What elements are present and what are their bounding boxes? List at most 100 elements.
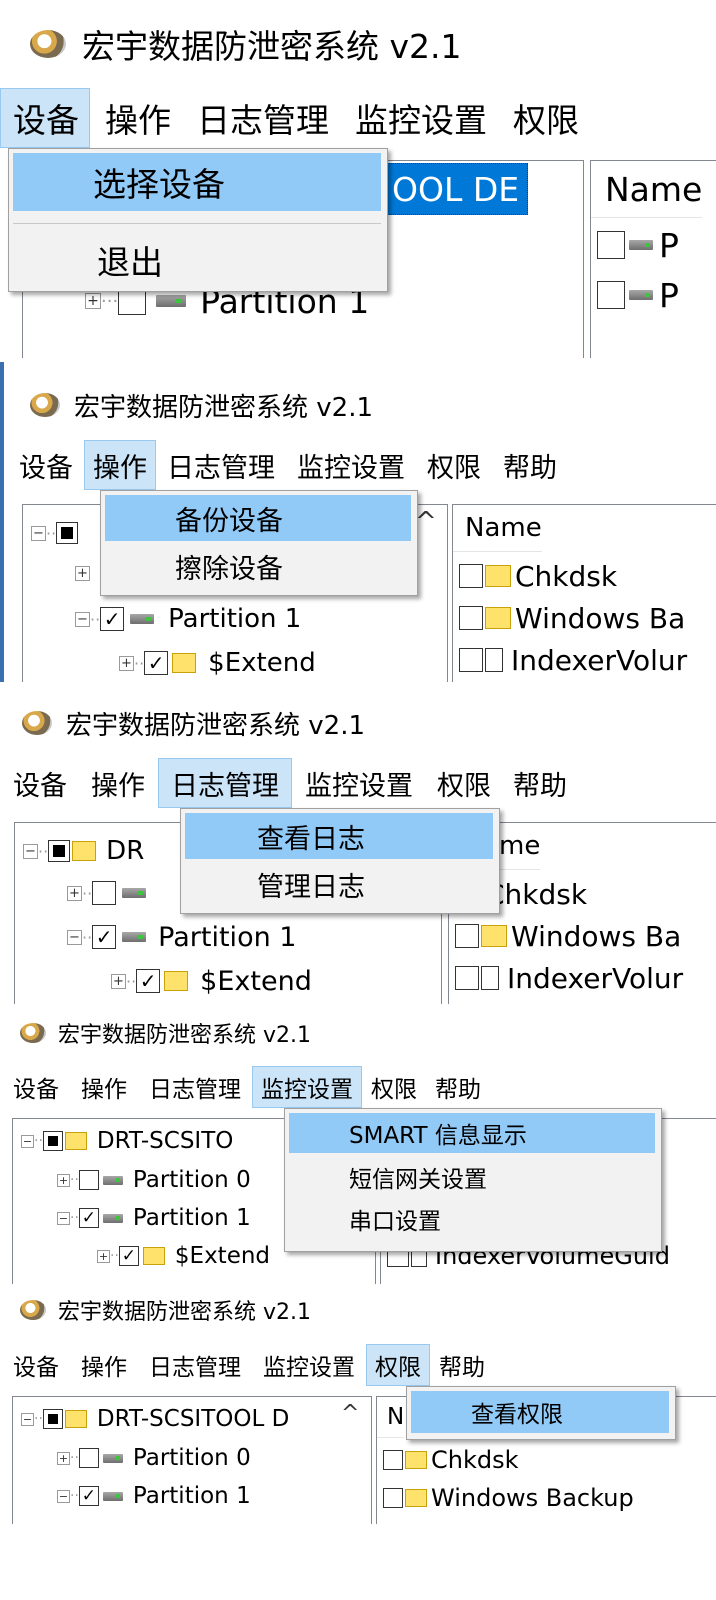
- tree-row-root[interactable]: − ··: [31, 515, 79, 551]
- menu-log[interactable]: 日志管理: [158, 758, 292, 808]
- menu-permission[interactable]: 权限: [427, 452, 481, 484]
- menu-log[interactable]: 日志管理: [197, 101, 329, 140]
- menu-monitor[interactable]: 监控设置: [263, 1355, 355, 1381]
- menu-item-view-log[interactable]: 查看日志: [185, 813, 493, 859]
- menu-permission[interactable]: 权限: [371, 1077, 417, 1103]
- checkbox[interactable]: ✓: [118, 1246, 139, 1266]
- expand-icon[interactable]: +: [111, 973, 126, 989]
- menu-item-manage-log[interactable]: 管理日志: [257, 871, 365, 903]
- menu-item-view-permission[interactable]: 查看权限: [411, 1391, 669, 1433]
- menu-help[interactable]: 帮助: [503, 452, 557, 484]
- collapse-icon[interactable]: −: [67, 929, 82, 945]
- checkbox[interactable]: ✓: [136, 969, 161, 993]
- checkbox[interactable]: [383, 1450, 403, 1470]
- checkbox[interactable]: [42, 1409, 63, 1429]
- expand-icon[interactable]: +: [67, 885, 82, 901]
- tree-row-partition0[interactable]: + ·· Partition 0: [57, 1167, 251, 1193]
- tree-row-partition1[interactable]: − ·· ✓ Partition 1: [57, 1483, 251, 1509]
- menu-device[interactable]: 设备: [13, 1077, 59, 1103]
- collapse-icon[interactable]: −: [31, 525, 46, 541]
- checkbox[interactable]: [459, 564, 483, 588]
- file-list[interactable]: Name P P: [590, 160, 716, 358]
- tree-row-partition1[interactable]: − ·· ✓ Partition 1: [75, 599, 301, 639]
- expand-icon[interactable]: +: [75, 565, 90, 581]
- checkbox[interactable]: ✓: [92, 925, 117, 949]
- collapse-icon[interactable]: −: [57, 1489, 70, 1503]
- menu-operation[interactable]: 操作: [84, 440, 156, 490]
- menu-item-sms-gateway[interactable]: 短信网关设置: [349, 1167, 487, 1193]
- list-header-name[interactable]: Name: [591, 161, 703, 218]
- file-list[interactable]: Name Chkdsk Windows Ba IndexerVolur: [452, 504, 716, 682]
- list-item[interactable]: IndexerVolur: [455, 959, 683, 997]
- menu-help[interactable]: 帮助: [439, 1355, 485, 1381]
- expand-icon[interactable]: +: [57, 1173, 70, 1187]
- checkbox[interactable]: ✓: [144, 651, 169, 675]
- list-item[interactable]: Chkdsk: [383, 1443, 519, 1477]
- expand-icon[interactable]: +: [57, 1451, 70, 1465]
- menu-permission[interactable]: 权限: [366, 1344, 430, 1386]
- tree-row-extend[interactable]: + ·· ✓ $Extend: [111, 961, 312, 1001]
- tree-selected-node[interactable]: OOL DE: [383, 163, 529, 215]
- list-item[interactable]: Windows Ba: [459, 599, 685, 637]
- checkbox[interactable]: [597, 231, 625, 259]
- expand-icon[interactable]: +: [97, 1249, 110, 1263]
- menu-item-backup-device[interactable]: 备份设备: [105, 495, 411, 541]
- menu-log[interactable]: 日志管理: [167, 452, 275, 484]
- collapse-icon[interactable]: −: [21, 1134, 34, 1148]
- menu-permission[interactable]: 权限: [437, 770, 491, 802]
- menu-monitor[interactable]: 监控设置: [355, 101, 487, 140]
- checkbox[interactable]: [78, 1448, 99, 1468]
- collapse-icon[interactable]: −: [75, 611, 90, 627]
- expand-icon[interactable]: +: [119, 655, 134, 671]
- menu-item-exit[interactable]: 退出: [97, 243, 163, 282]
- menu-permission[interactable]: 权限: [513, 101, 579, 140]
- checkbox[interactable]: ✓: [78, 1208, 99, 1228]
- collapse-icon[interactable]: −: [21, 1412, 34, 1426]
- list-item[interactable]: P: [597, 275, 679, 315]
- menu-monitor[interactable]: 监控设置: [252, 1066, 362, 1108]
- tree-row-extend[interactable]: + ·· ✓ $Extend: [97, 1243, 271, 1269]
- menu-log[interactable]: 日志管理: [149, 1077, 241, 1103]
- tree-row-partition0[interactable]: +: [75, 555, 90, 591]
- tree-row-partition1[interactable]: − ·· ✓ Partition 1: [67, 917, 296, 957]
- menu-item-smart-info[interactable]: SMART 信息显示: [289, 1113, 655, 1153]
- expand-icon[interactable]: +: [85, 293, 101, 309]
- list-item[interactable]: P: [597, 225, 679, 265]
- menu-log[interactable]: 日志管理: [149, 1355, 241, 1381]
- scroll-up-icon[interactable]: ^: [415, 507, 437, 537]
- tree-row-root[interactable]: − ·· DRT-SCSITOOL D: [21, 1406, 290, 1432]
- checkbox[interactable]: [92, 881, 117, 905]
- scroll-up-icon[interactable]: ^: [341, 1401, 360, 1426]
- menu-device[interactable]: 设备: [13, 1355, 59, 1381]
- menu-item-serial-port[interactable]: 串口设置: [349, 1209, 441, 1235]
- menu-operation[interactable]: 操作: [81, 1355, 127, 1381]
- tree-row-partition0[interactable]: + ··: [67, 875, 147, 911]
- checkbox[interactable]: ✓: [100, 607, 125, 631]
- collapse-icon[interactable]: −: [23, 843, 38, 859]
- menu-device[interactable]: 设备: [0, 88, 90, 148]
- tree-row-extend[interactable]: + ·· ✓ $Extend: [119, 643, 316, 682]
- checkbox[interactable]: [42, 1131, 63, 1151]
- tree-row-partition0[interactable]: + ·· Partition 0: [57, 1445, 251, 1471]
- list-item[interactable]: Windows Backup: [383, 1481, 634, 1515]
- device-tree[interactable]: − ·· DRT-SCSITOOL D + ·· Partition 0 − ·…: [12, 1396, 372, 1524]
- checkbox[interactable]: [459, 606, 483, 630]
- menu-monitor[interactable]: 监控设置: [305, 770, 413, 802]
- menu-help[interactable]: 帮助: [435, 1077, 481, 1103]
- list-header-name[interactable]: Name: [453, 505, 542, 552]
- checkbox[interactable]: [597, 281, 625, 309]
- list-item[interactable]: IndexerVolur: [459, 641, 687, 679]
- checkbox[interactable]: [78, 1170, 99, 1190]
- menu-device[interactable]: 设备: [19, 452, 73, 484]
- tree-row-root[interactable]: − ·· DR: [23, 833, 144, 869]
- menu-item-select-device[interactable]: 选择设备: [13, 153, 381, 211]
- menu-operation[interactable]: 操作: [81, 1077, 127, 1103]
- menu-operation[interactable]: 操作: [91, 770, 145, 802]
- checkbox[interactable]: [48, 840, 71, 862]
- checkbox[interactable]: [459, 648, 483, 672]
- checkbox[interactable]: [455, 966, 479, 990]
- checkbox[interactable]: [56, 522, 79, 544]
- menu-monitor[interactable]: 监控设置: [297, 452, 405, 484]
- checkbox[interactable]: ✓: [78, 1486, 99, 1506]
- menu-device[interactable]: 设备: [13, 770, 67, 802]
